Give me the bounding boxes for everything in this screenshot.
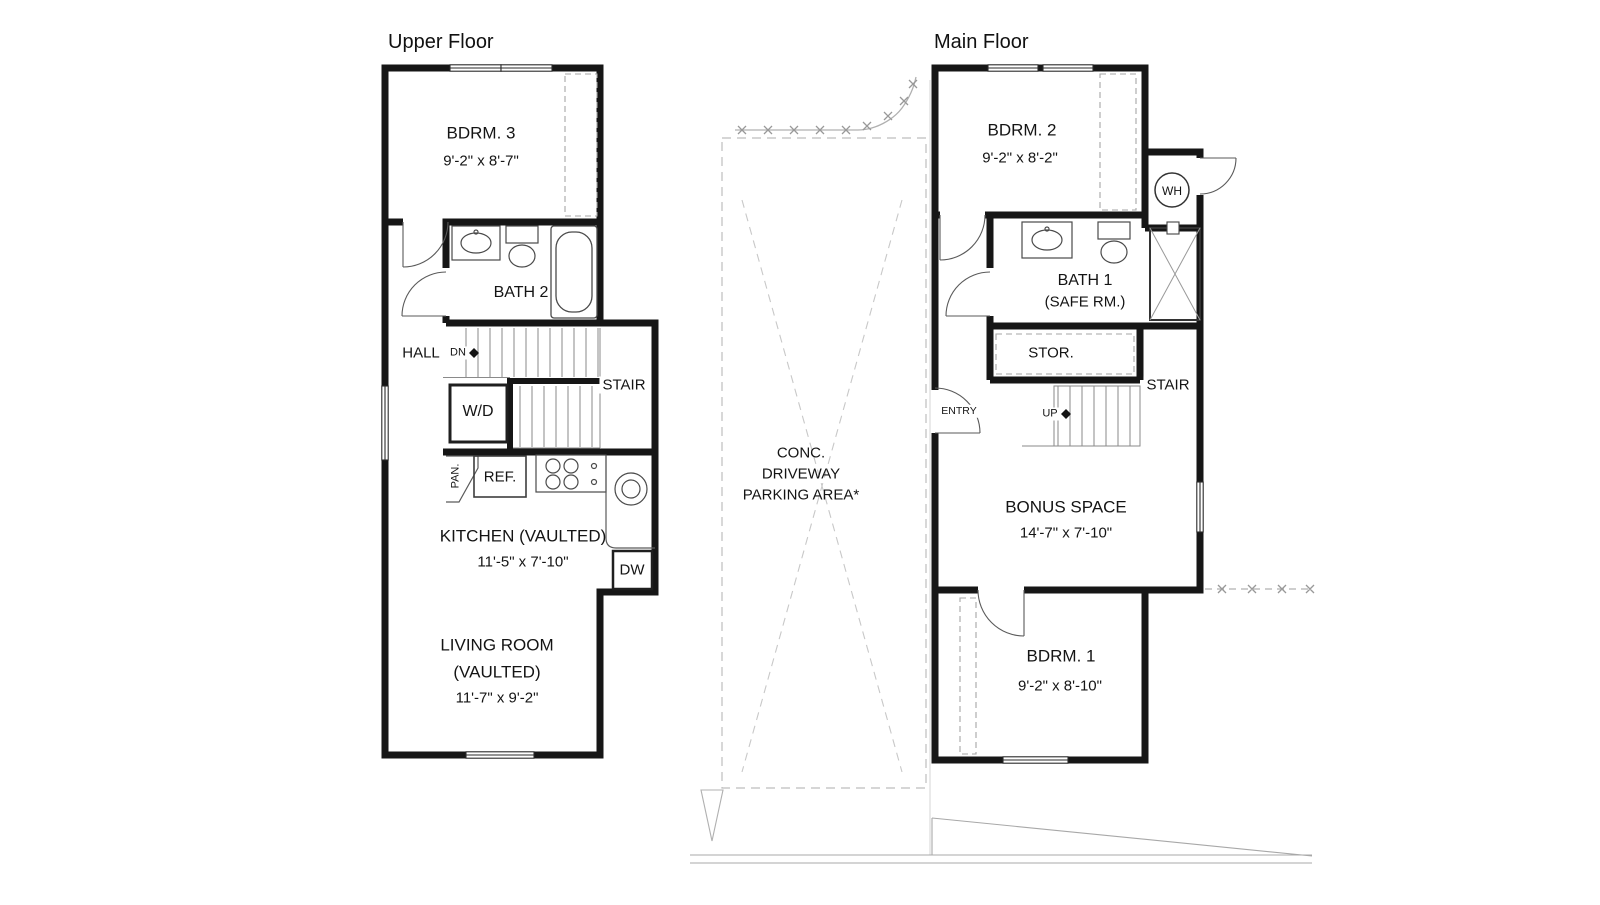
room-label-bdrm2: BDRM. 2 [987,120,1057,140]
room-label-bonus: BONUS SPACE [1005,497,1127,517]
driveway-outline-dashed [721,137,927,789]
dishwasher-icon [611,549,654,591]
property-lines-bottom [690,817,1313,864]
toilet-icon [505,225,539,268]
room-label-bdrm1: BDRM. 1 [1026,646,1096,666]
room-label-living-vaulted: (VAULTED) [453,662,541,682]
label-dn: DN [447,346,469,360]
pantry-icon [446,455,479,503]
driveway-arrow-icon [700,789,724,842]
label-dishwasher: DW [619,561,645,579]
upper-walls [381,64,659,759]
window-icon [381,64,553,759]
label-stair-main: STAIR [1143,376,1193,394]
floor-title-main: Main Floor [934,31,1029,53]
up-diamond-marker-icon [1061,409,1071,419]
site-markings [690,76,1315,864]
closet-dashed-icon [1099,73,1137,211]
main-floor-plan [931,64,1237,764]
sink-icon [451,225,501,261]
label-entry: ENTRY [938,404,980,418]
door-swing-icon [401,221,449,317]
stove-icon [535,454,607,493]
room-label-kitchen: KITCHEN (VAULTED) [439,526,607,546]
fence-line-top [735,76,917,131]
storage-shelf-dashed-icon [995,333,1135,375]
room-label-bath1-safe: (SAFE RM.) [1044,293,1126,311]
label-driveway-line2: DRIVEWAY [761,465,841,483]
shower-icon [1149,221,1201,321]
room-dims-bdrm3: 9'-2" x 8'-7" [443,152,519,170]
closet-dashed-icon [564,73,598,217]
window-icon [987,64,1204,764]
room-dims-bdrm2: 9'-2" x 8'-2" [982,149,1058,167]
label-hall: HALL [402,344,440,362]
sink-icon [1021,221,1073,259]
label-driveway-line3: PARKING AREA* [742,486,860,504]
kitchen-sink-icon [614,472,648,506]
room-label-living: LIVING ROOM [440,635,554,655]
label-water-heater: WH [1162,184,1182,198]
label-storage: STOR. [1025,344,1077,362]
floor-title-upper: Upper Floor [388,31,494,53]
room-dims-bonus: 14'-7" x 7'-10" [1019,524,1113,542]
upper-floor-plan [381,64,659,759]
washer-dryer-icon [448,383,509,444]
toilet-icon [1097,221,1131,264]
label-stair-upper: STAIR [599,376,649,394]
closet-dashed-icon [959,597,977,755]
driveway-x-marking [741,199,903,773]
room-label-bath2: BATH 2 [493,284,549,301]
room-label-bath1: BATH 1 [1057,272,1113,289]
dn-diamond-marker-icon [469,348,479,358]
counter-icon [605,456,655,549]
label-up: UP [1039,407,1061,421]
room-dims-kitchen: 11'-5" x 7'-10" [477,553,569,571]
label-refrigerator: REF. [483,468,517,486]
bathtub-icon [550,225,598,319]
label-pantry: PAN. [449,463,462,489]
refrigerator-icon [473,455,527,498]
room-dims-living: 11'-7" x 9'-2" [455,689,539,707]
room-dims-bdrm1: 9'-2" x 8'-10" [1018,677,1102,695]
fence-markers-right-icon [1217,584,1315,594]
label-washer-dryer: W/D [462,403,494,420]
fence-markers-icon [737,79,918,135]
water-heater-icon [1154,172,1190,208]
label-driveway-line1: CONC. [776,444,826,462]
room-label-bdrm3: BDRM. 3 [446,123,516,143]
door-swing-icon [934,157,1237,637]
